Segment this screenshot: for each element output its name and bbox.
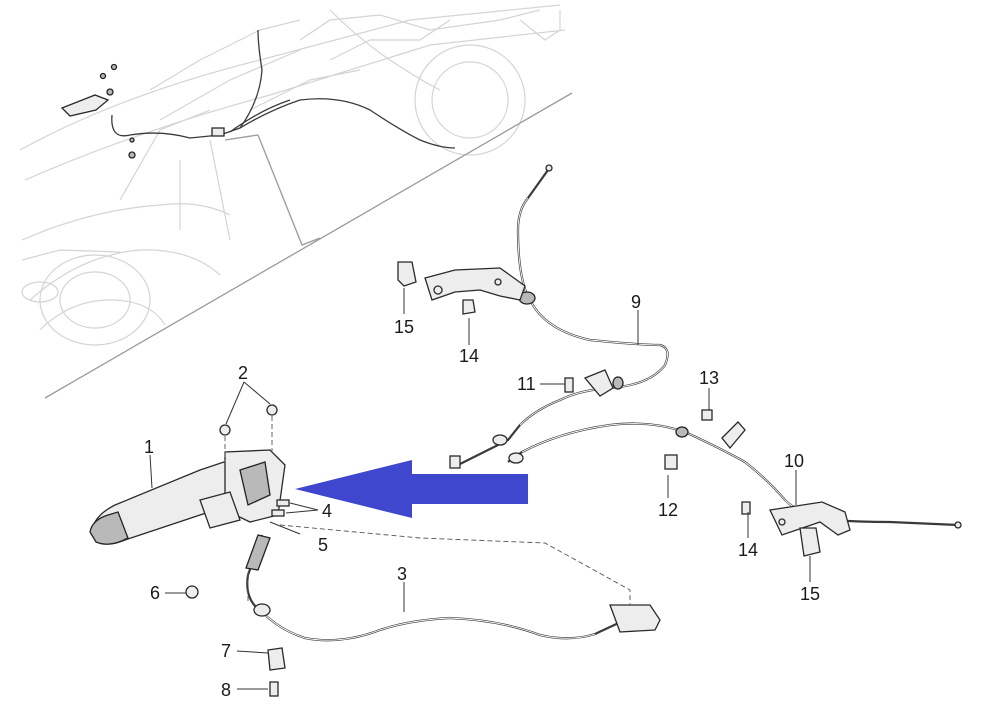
- callout-14-upper: 14: [459, 346, 479, 366]
- callout-14-lower: 14: [738, 540, 758, 560]
- bracket-upper-left: [397, 261, 526, 315]
- callout-15-upper: 15: [394, 317, 414, 337]
- cable-clip-11: [564, 369, 614, 397]
- callout-7: 7: [221, 641, 231, 661]
- callout-8: 8: [221, 680, 231, 700]
- callout-4: 4: [322, 501, 332, 521]
- leader-lines: [149, 288, 811, 690]
- callout-15-lower: 15: [800, 584, 820, 604]
- rear-cable-right: [507, 409, 962, 557]
- vehicle-overview-illustration: [19, 4, 573, 399]
- callout-1: 1: [144, 437, 154, 457]
- callout-6: 6: [150, 583, 160, 603]
- lever-small-parts: [269, 499, 301, 535]
- callout-2: 2: [238, 363, 248, 383]
- callout-11: 11: [517, 374, 536, 394]
- callout-labels: 1 2 3 4 5 6 7 8 9 10 11 12 13 14 14 15 1…: [144, 292, 820, 700]
- callout-5: 5: [318, 535, 328, 555]
- callout-10: 10: [784, 451, 804, 471]
- callout-13: 13: [699, 368, 719, 388]
- callout-3: 3: [397, 564, 407, 584]
- callout-12: 12: [658, 500, 678, 520]
- parking-brake-lever: [89, 404, 286, 545]
- callout-9: 9: [631, 292, 641, 312]
- front-cable: [185, 524, 661, 697]
- direction-arrow: [295, 460, 528, 518]
- rear-cable-left: [449, 164, 669, 469]
